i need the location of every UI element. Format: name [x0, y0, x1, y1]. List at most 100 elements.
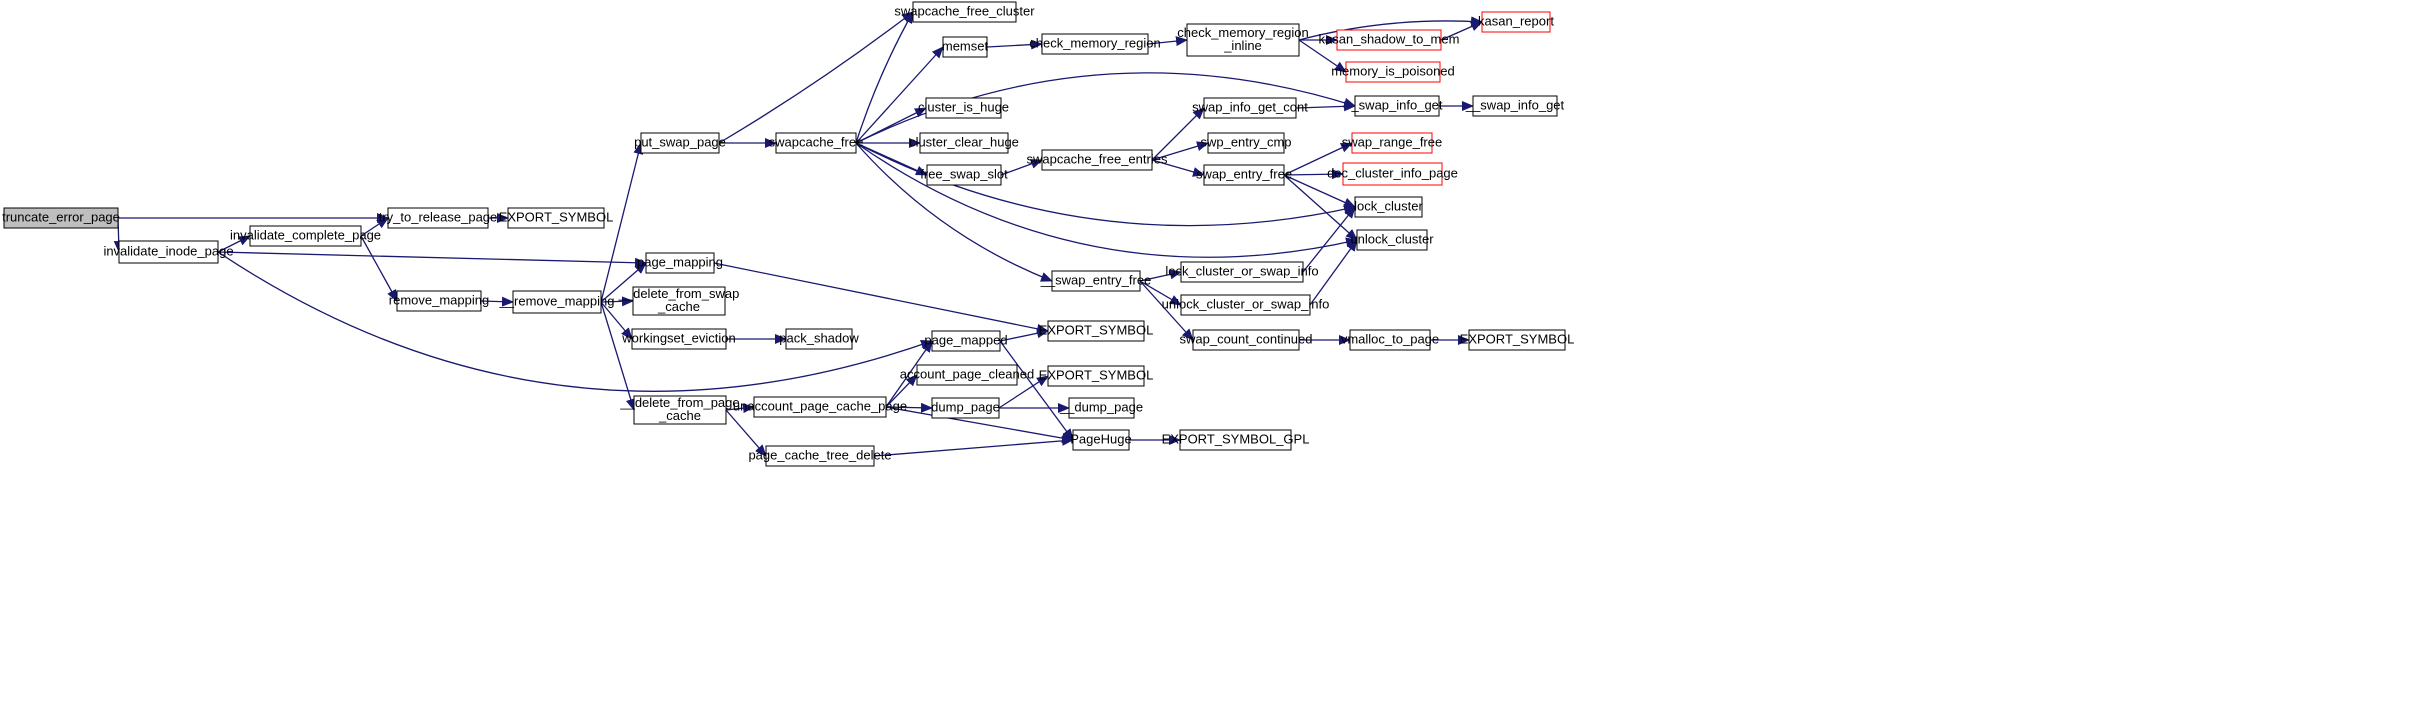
node-lock-cluster[interactable]: lock_cluster	[1354, 196, 1423, 218]
node-unlock-cluster[interactable]: unlock_cluster	[1350, 229, 1434, 251]
node-swap-range-free[interactable]: swap_range_free	[1342, 132, 1442, 154]
node-box	[912, 1, 1017, 23]
node-box	[1180, 261, 1304, 283]
node-PageHuge[interactable]: PageHuge	[1070, 429, 1132, 451]
node-label: __remove_mapping	[499, 294, 615, 309]
node---remove-mapping[interactable]: __remove_mapping	[499, 290, 615, 314]
node-label: swap_entry_free	[1196, 167, 1292, 182]
node-invalidate-complete-page[interactable]: invalidate_complete_page	[230, 225, 381, 247]
node-cluster-is-huge[interactable]: cluster_is_huge	[918, 97, 1009, 119]
node-label: kasan_shadow_to_mem	[1319, 32, 1460, 47]
node-label: pack_shadow	[779, 331, 859, 346]
node-box	[1349, 329, 1431, 351]
node-lock-cluster-or-swap-info[interactable]: lock_cluster_or_swap_info	[1165, 261, 1319, 283]
node-try-to-release-page[interactable]: try_to_release_page	[379, 207, 498, 229]
node-box	[765, 445, 875, 467]
node-box	[396, 290, 482, 312]
node-box	[1354, 196, 1423, 218]
node-kasan-shadow-to-mem[interactable]: kasan_shadow_to_mem	[1319, 29, 1460, 51]
node-box	[1192, 329, 1300, 351]
node--swap-info-get[interactable]: _swap_info_get	[1350, 95, 1443, 117]
node-EXPORT-SYMBOL-2[interactable]: EXPORT_SYMBOL	[1039, 320, 1154, 342]
nodes-layer: truncate_error_page invalidate_inode_page…	[2, 1, 1575, 467]
node-label: __swap_entry_free	[1040, 273, 1152, 288]
edge-lock_cluster_or_swap_info-to-lock_cluster	[1302, 206, 1356, 273]
node-box	[387, 207, 489, 229]
node-box	[633, 395, 727, 425]
node-EXPORT-SYMBOL-3[interactable]: EXPORT_SYMBOL	[1039, 365, 1154, 387]
node-swp-entry-cmp[interactable]: swp_entry_cmp	[1200, 132, 1292, 154]
node-box	[775, 132, 857, 154]
edge-swapcache_free-to-lock_cluster	[855, 142, 1356, 227]
node-workingset-eviction[interactable]: workingset_eviction	[621, 328, 736, 350]
node-put-swap-page[interactable]: put_swap_page	[634, 132, 726, 154]
node-pack-shadow[interactable]: pack_shadow	[779, 328, 859, 350]
node-label: cluster_clear_huge	[909, 135, 1019, 150]
node-account-page-cleaned[interactable]: account_page_cleaned	[900, 364, 1034, 386]
edge-__swap_entry_free-to-swap_count_continued	[1139, 280, 1194, 341]
node-box	[3, 207, 119, 229]
node---delete-from-page-cache[interactable]: __delete_from_page_cache	[619, 395, 740, 425]
edge-check_memory_region-to-check_memory_region_inline	[1147, 36, 1188, 47]
node-label: vmalloc_to_page	[1341, 332, 1439, 347]
node-label: cluster_is_huge	[918, 100, 1009, 115]
node-page-mapped[interactable]: page_mapped	[924, 330, 1008, 352]
node-check-memory-region-inline[interactable]: check_memory_region_inline	[1177, 23, 1309, 57]
node-swapcache-free-entries[interactable]: swapcache_free_entries	[1027, 149, 1168, 171]
node-dec-cluster-info-page[interactable]: dec_cluster_info_page	[1327, 162, 1458, 186]
edge-__delete_from_page_cache-to-page_cache_tree_delete	[725, 409, 767, 457]
edge-page_cache_tree_delete-to-PageHuge	[873, 435, 1074, 457]
node-invalidate-inode-page[interactable]: invalidate_inode_page	[103, 240, 234, 264]
node---swap-info-get[interactable]: __swap_info_get	[1465, 95, 1565, 117]
node-swapcache-free-cluster[interactable]: swapcache_free_cluster	[894, 1, 1035, 23]
node-unaccount-page-cache-page[interactable]: unaccount_page_cache_page	[733, 396, 907, 418]
node-memory-is-poisoned[interactable]: memory_is_poisoned	[1331, 61, 1455, 83]
edge-memset-to-check_memory_region	[986, 39, 1043, 50]
node---dump-page[interactable]: __dump_page	[1059, 397, 1143, 419]
edge-swap_entry_free-to-lock_cluster	[1283, 174, 1356, 208]
edge-page_mapping-to-EXPORT_SYMBOL_2	[713, 262, 1049, 334]
node-kasan-report[interactable]: kasan_report	[1478, 11, 1554, 33]
node-label: EXPORT_SYMBOL	[1039, 368, 1154, 383]
node-remove-mapping[interactable]: remove_mapping	[389, 290, 489, 312]
node-label: account_page_cleaned	[900, 367, 1034, 382]
node-box	[926, 164, 1002, 186]
node-cluster-clear-huge[interactable]: cluster_clear_huge	[909, 132, 1019, 154]
node-check-memory-region[interactable]: check_memory_region	[1029, 33, 1161, 55]
node-label: swap_info_get_cont	[1192, 100, 1308, 115]
node---swap-entry-free[interactable]: __swap_entry_free	[1040, 270, 1152, 292]
node-swap-entry-free[interactable]: swap_entry_free	[1196, 164, 1292, 186]
node-swap-count-continued[interactable]: swap_count_continued	[1180, 329, 1313, 351]
node-box	[1345, 61, 1441, 83]
node-swap-info-get-cont[interactable]: swap_info_get_cont	[1192, 97, 1308, 119]
node-memset[interactable]: memset	[942, 36, 989, 58]
node-swapcache-free[interactable]: swapcache_free	[769, 132, 864, 154]
node-page-mapping[interactable]: page_mapping	[637, 252, 723, 274]
edge-swapcache_free-to-cluster_is_huge	[855, 107, 927, 144]
node-label: invalidate_complete_page	[230, 228, 381, 243]
node-label: _cache	[658, 408, 701, 423]
node-truncate-error-page[interactable]: truncate_error_page	[2, 207, 120, 229]
node-EXPORT-SYMBOL-GPL[interactable]: EXPORT_SYMBOL_GPL	[1162, 429, 1310, 451]
edge-__remove_mapping-to-workingset_eviction	[600, 301, 633, 340]
node---delete-from-swap-cache[interactable]: __delete_from_swap_cache	[618, 286, 740, 316]
node-page-cache-tree-delete[interactable]: page_cache_tree_delete	[748, 445, 892, 467]
edges-layer	[113, 11, 1483, 457]
node-unlock-cluster-or-swap-info[interactable]: unlock_cluster_or_swap_info	[1162, 294, 1330, 316]
node-label: swapcache_free	[769, 135, 864, 150]
node-EXPORT-SYMBOL-4[interactable]: EXPORT_SYMBOL	[1460, 329, 1575, 351]
node-label: __delete_from_page	[619, 395, 739, 410]
node-box	[1356, 229, 1428, 251]
edge-__remove_mapping-to-page_mapping	[600, 262, 647, 303]
node-box	[1203, 164, 1285, 186]
edge-invalidate_inode_page-to-page_mapped	[217, 251, 933, 392]
edge-invalidate_complete_page-to-try_to_release_page	[360, 217, 389, 237]
node-box	[118, 240, 219, 264]
node-EXPORT-SYMBOL-1[interactable]: EXPORT_SYMBOL	[499, 207, 614, 229]
node-dump-page[interactable]: dump_page	[931, 397, 1000, 419]
node-label: EXPORT_SYMBOL_GPL	[1162, 432, 1310, 447]
node-label: page_mapped	[924, 333, 1007, 348]
node-label: EXPORT_SYMBOL	[499, 210, 614, 225]
node-free-swap-slot[interactable]: free_swap_slot	[920, 164, 1008, 186]
node-vmalloc-to-page[interactable]: vmalloc_to_page	[1341, 329, 1439, 351]
